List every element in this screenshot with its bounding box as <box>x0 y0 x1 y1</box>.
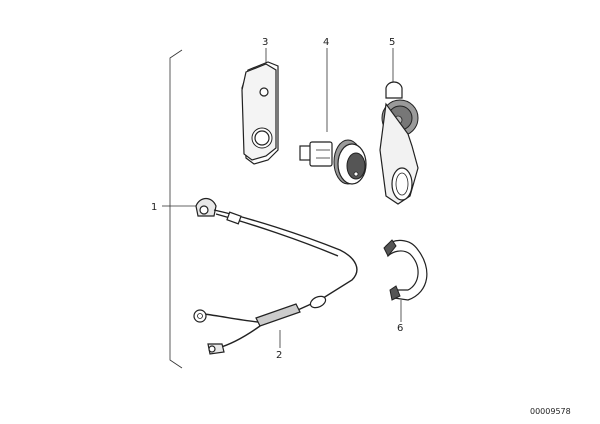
part-5-cap[interactable] <box>379 48 419 205</box>
part-3-mounting-plate[interactable] <box>241 48 279 165</box>
callout-2-label: 2 <box>276 350 282 361</box>
callout-4-label: 4 <box>323 37 329 48</box>
callout-5-label: 5 <box>389 37 395 48</box>
group-bracket <box>162 49 183 369</box>
part-4-socket[interactable] <box>299 48 367 185</box>
callout-3-label: 3 <box>262 37 268 48</box>
callout-6-label: 6 <box>397 323 403 334</box>
part-2-wiring-harness[interactable] <box>193 197 358 355</box>
callout-1[interactable]: 1 <box>151 202 196 213</box>
part-6-clip[interactable] <box>383 239 428 322</box>
diagram-number: 00009578 <box>530 407 571 416</box>
callout-1-label: 1 <box>151 202 157 213</box>
